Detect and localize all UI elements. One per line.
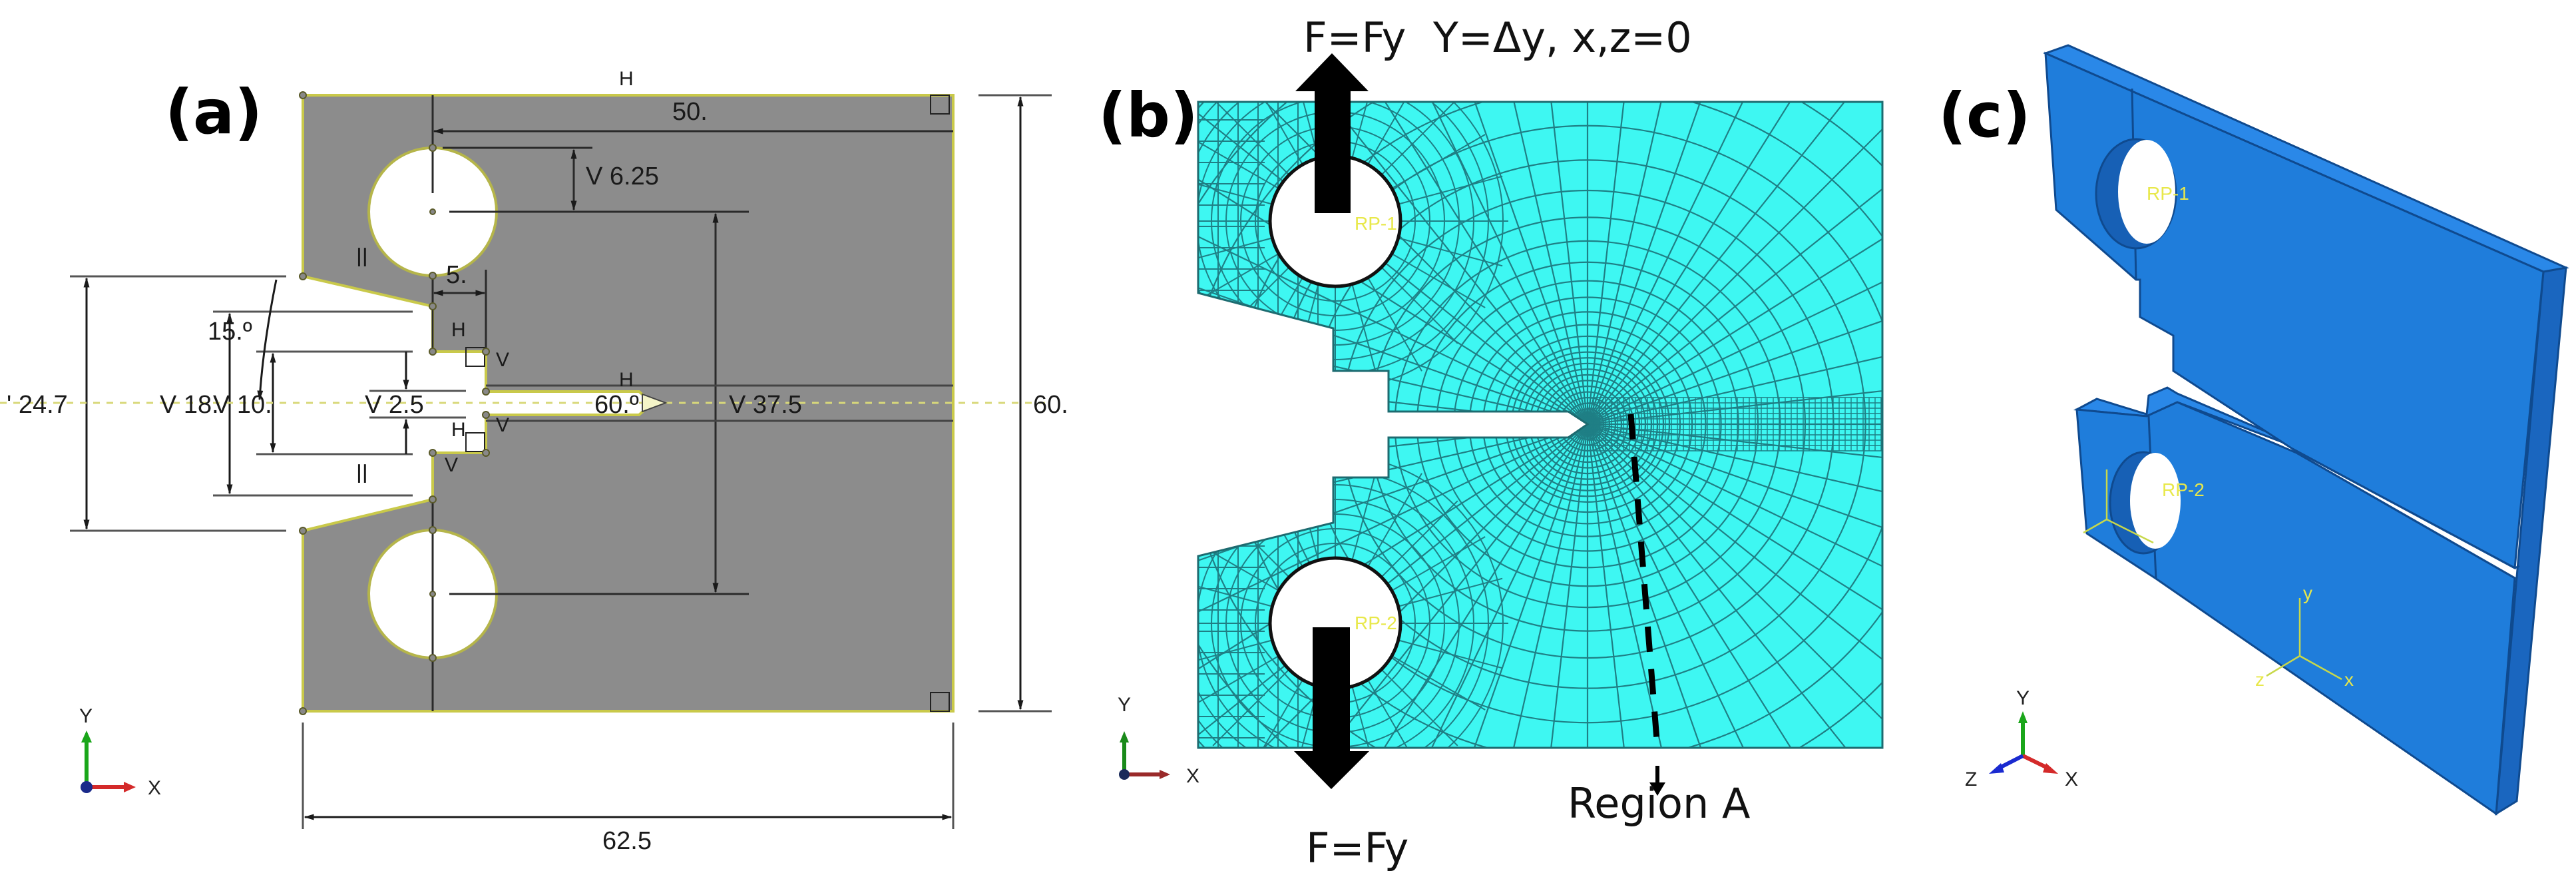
part-lower-hole <box>2130 453 2181 549</box>
dim-60: 60. <box>1033 391 1068 419</box>
rp-2-label: RP-2 <box>1355 613 1397 633</box>
dim-6-25: V 6.25 <box>586 162 659 190</box>
panel-b: (b) F=Fy Y=Δy, x,z=0 RP-1 RP-2 Region A … <box>1098 13 1884 872</box>
crack-line-lower <box>2296 451 2515 579</box>
constraint-h-step-upper: H <box>451 319 466 341</box>
crack-line-upper <box>2292 447 2515 569</box>
axis-triad-a: Y X <box>79 705 161 799</box>
constraint-v-upper: V <box>496 349 509 371</box>
boundary-condition-label: Y=Δy, x,z=0 <box>1432 13 1692 62</box>
panel-c-label: (c) <box>1938 80 2031 151</box>
load-label-bottom: F=Fy <box>1306 824 1408 872</box>
rp-2-label: RP-2 <box>2162 479 2205 500</box>
axis-y-label: Y <box>1118 694 1131 716</box>
axis-x-label: X <box>148 777 161 799</box>
axis-triad-c: Y X Z <box>1965 687 2078 790</box>
constraint-h-notch: H <box>619 369 634 391</box>
dim-2-5: V 2.5 <box>365 391 424 419</box>
dim-18: V 18. <box>160 391 219 419</box>
axis-z-label: Z <box>1965 768 1977 790</box>
dim-62-5: 62.5 <box>602 827 652 855</box>
perpendicular-mark-top-right <box>930 95 950 115</box>
dim-5: 5. <box>446 261 467 289</box>
csys-y-label: y <box>2303 583 2312 603</box>
dim-24-7: ' 24.7 <box>7 391 68 419</box>
dim-60-deg: 60.º <box>594 391 639 419</box>
dim-10: V 10. <box>213 391 272 419</box>
axis-triad-b: Y X <box>1118 694 1199 787</box>
dimension-lines <box>431 95 953 711</box>
axis-y-label: Y <box>79 705 93 727</box>
dim-50: 50. <box>672 98 708 126</box>
panel-a-label: (a) <box>165 77 262 148</box>
load-arrow-up <box>1295 53 1369 213</box>
csys-x-label: x <box>2344 669 2354 690</box>
parallel-mark-lower: ꟾꟾ <box>356 464 368 487</box>
crack-edge <box>2514 565 2520 569</box>
rp-1-label: RP-1 <box>1355 213 1397 234</box>
notch-tip-marker <box>642 393 668 413</box>
constraint-v-step-lower: V <box>445 454 458 476</box>
axis-x-label: X <box>2065 768 2078 790</box>
axis-x-label: X <box>1186 765 1199 787</box>
region-a-arrow-head <box>1649 782 1665 796</box>
csys-z-label: z <box>2255 669 2264 690</box>
perpendicular-mark-upper <box>465 347 485 367</box>
perpendicular-mark-lower <box>465 432 485 452</box>
local-csys-2 <box>2266 598 2342 681</box>
axis-y-label: Y <box>2016 687 2030 709</box>
dim-37-5: V 37.5 <box>729 391 802 419</box>
perpendicular-mark-bottom-right <box>930 692 950 712</box>
panel-a: (a) <box>0 68 1068 855</box>
parallel-mark-upper: ꟾꟾ <box>356 248 368 271</box>
part-upper-hole <box>2118 140 2175 244</box>
constraint-h-step-lower: H <box>451 419 466 441</box>
load-arrow-down <box>1294 627 1369 789</box>
panel-c: (c) RP-1 RP-2 <box>1938 44 2570 816</box>
panel-b-label: (b) <box>1098 80 1198 151</box>
extension-lines <box>70 94 1052 829</box>
local-csys-1 <box>2083 469 2154 544</box>
dim-angle-15: 15.º <box>208 318 252 346</box>
load-label-top: F=Fy <box>1303 13 1406 62</box>
constraint-v-lower: V <box>496 414 509 436</box>
region-a-crack-path <box>1627 414 1661 748</box>
region-a-label: Region A <box>1568 779 1750 828</box>
sketch-vertices <box>299 91 490 715</box>
rp-1-label: RP-1 <box>2147 183 2189 204</box>
angle-arc <box>257 279 278 401</box>
constraint-h-top: H <box>619 68 634 90</box>
mesh <box>1197 101 1884 749</box>
